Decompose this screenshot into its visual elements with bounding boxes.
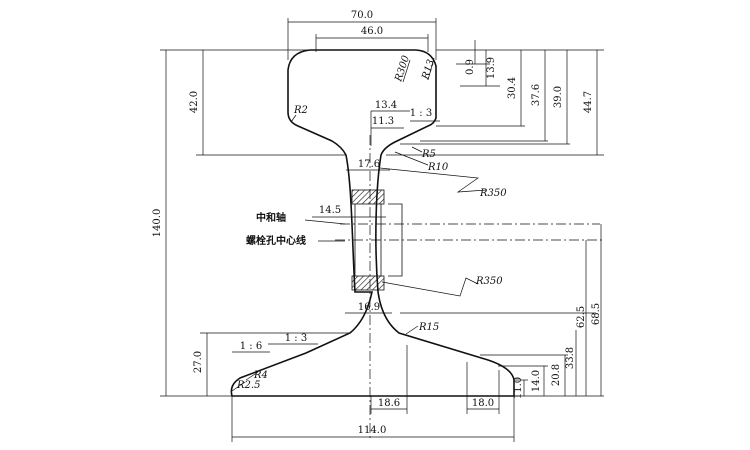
dim-39-0: 39.0 (553, 86, 564, 108)
dim-18-0: 18.0 (472, 398, 494, 409)
dim-base-width: 114.0 (358, 425, 387, 436)
hole-hatch-top (351, 189, 385, 205)
leader-r350-lower (381, 277, 479, 297)
dim-13-9: 13.9 (486, 57, 497, 79)
label-bolt-centerline: 螺栓孔中心线 (246, 234, 306, 247)
dim-11-3: 11.3 (372, 116, 394, 127)
dim-11-0: 11.0 (513, 377, 524, 399)
rail-outline (230, 49, 515, 397)
radius-r300: R300 (393, 54, 412, 84)
radius-r2: R2 (293, 105, 308, 116)
dim-web-bottom: 16.9 (358, 302, 380, 313)
dim-web-hole: 14.5 (319, 205, 341, 216)
label-neutral-axis: 中和轴 (256, 211, 286, 224)
radius-r4: R4 (253, 370, 268, 381)
dim-head-top-width: 46.0 (361, 26, 383, 37)
dim-33-8: 33.8 (565, 347, 576, 369)
dim-14-0: 14.0 (531, 370, 542, 392)
dim-18-6: 18.6 (378, 398, 400, 409)
radius-r350-lower: R350 (475, 276, 503, 287)
dim-head-height: 42.0 (189, 91, 200, 113)
slope-base-upper: 1 : 3 (285, 333, 307, 344)
dim-68-5: 68.5 (591, 303, 602, 325)
dim-total-height: 140.0 (152, 209, 163, 238)
dim-37-6: 37.6 (531, 84, 542, 106)
radius-r10: R10 (427, 162, 449, 173)
dim-base-height: 27.0 (193, 351, 204, 373)
dim-13-4: 13.4 (375, 100, 397, 111)
dim-0-9: 0.9 (465, 59, 476, 75)
radius-r2-5: R2.5 (236, 380, 260, 391)
radius-r5: R5 (421, 149, 436, 160)
dim-62-5: 62.5 (576, 306, 587, 328)
radius-r15: R15 (418, 322, 439, 333)
dim-44-7: 44.7 (583, 91, 594, 113)
slope-base-lower: 1 : 6 (240, 341, 262, 352)
slope-head: 1 : 3 (410, 108, 432, 119)
dim-web-top: 17.6 (358, 159, 380, 170)
hole-hatch-bottom (351, 275, 385, 291)
leader-r350-upper (379, 167, 487, 193)
dim-head-width: 70.0 (351, 10, 373, 21)
dim-30-4: 30.4 (507, 77, 518, 99)
radius-r350-upper: R350 (479, 188, 507, 199)
dim-20-8: 20.8 (551, 364, 562, 386)
